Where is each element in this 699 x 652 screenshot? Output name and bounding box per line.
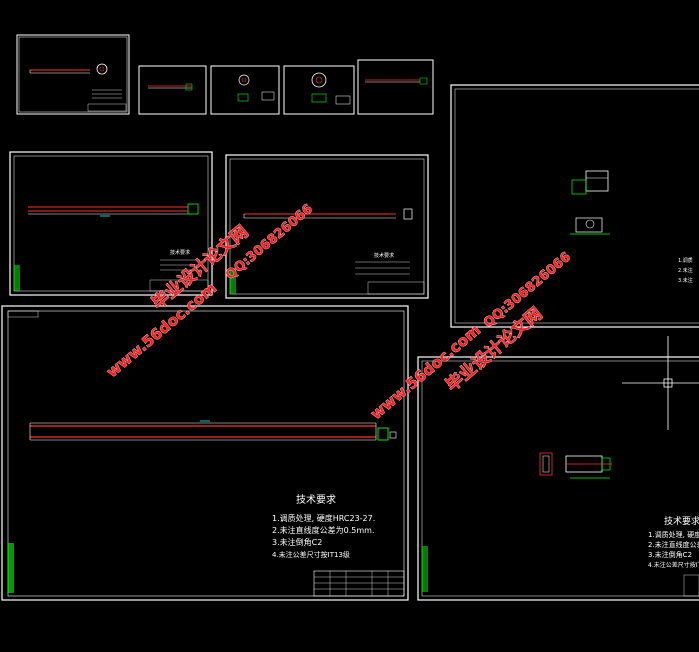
- main-note-2: 2.未注直线度公差为0.5mm.: [272, 525, 374, 535]
- drawing-sheet-assembly-bottom[interactable]: 技术要求 1.调质处理, 硬度HR 2.未注直线度公差 3.未注倒角C2 4.未…: [417, 356, 699, 601]
- notes-title-b: 技术要求: [374, 252, 394, 259]
- thumb-sheet-5[interactable]: [357, 59, 434, 115]
- top-right-note-3: 3.未注: [678, 277, 693, 284]
- main-notes-title: 技术要求: [296, 493, 336, 506]
- main-note-3: 3.未注倒角C2: [272, 537, 322, 547]
- drawing-sheet-shaft-a[interactable]: 技术要求: [9, 151, 213, 296]
- right-note-1: 1.调质处理, 硬度HR: [648, 530, 699, 539]
- drawing-sheet-assembly-top[interactable]: 1.调质 2.未注 3.未注: [450, 84, 699, 328]
- top-right-note-2: 2.未注: [678, 267, 693, 274]
- notes-title-a: 技术要求: [170, 249, 190, 256]
- watermark-right: www.56doc.com 毕业设计论文网 QQ:306826066: [367, 249, 574, 423]
- drawing-sheet-shaft-b[interactable]: 技术要求: [225, 154, 429, 299]
- main-note-1: 1.调质处理, 硬度HRC23-27.: [272, 513, 375, 523]
- right-note-3: 3.未注倒角C2: [648, 550, 692, 559]
- thumb-sheet-1[interactable]: [16, 34, 130, 115]
- crosshair-cursor-icon: [622, 336, 699, 430]
- thumb-sheet-4[interactable]: [283, 65, 355, 115]
- main-note-4: 4.未注公差尺寸按IT13级: [272, 550, 350, 559]
- right-note-2: 2.未注直线度公差: [648, 540, 699, 549]
- main-title-block: [313, 570, 405, 597]
- top-right-note-1: 1.调质: [678, 257, 693, 264]
- thumb-sheet-2[interactable]: [138, 65, 207, 115]
- drawing-sheet-main-shaft[interactable]: 技术要求 1.调质处理, 硬度HRC23-27. 2.未注直线度公差为0.5mm…: [1, 305, 409, 601]
- watermark-left: www.56doc.com 毕业设计论文网 QQ:306826066: [103, 201, 316, 381]
- right-note-4: 4.未注公差尺寸按IT13: [648, 561, 699, 569]
- thumb-sheet-3[interactable]: [210, 65, 280, 115]
- right-notes-title: 技术要求: [664, 515, 699, 527]
